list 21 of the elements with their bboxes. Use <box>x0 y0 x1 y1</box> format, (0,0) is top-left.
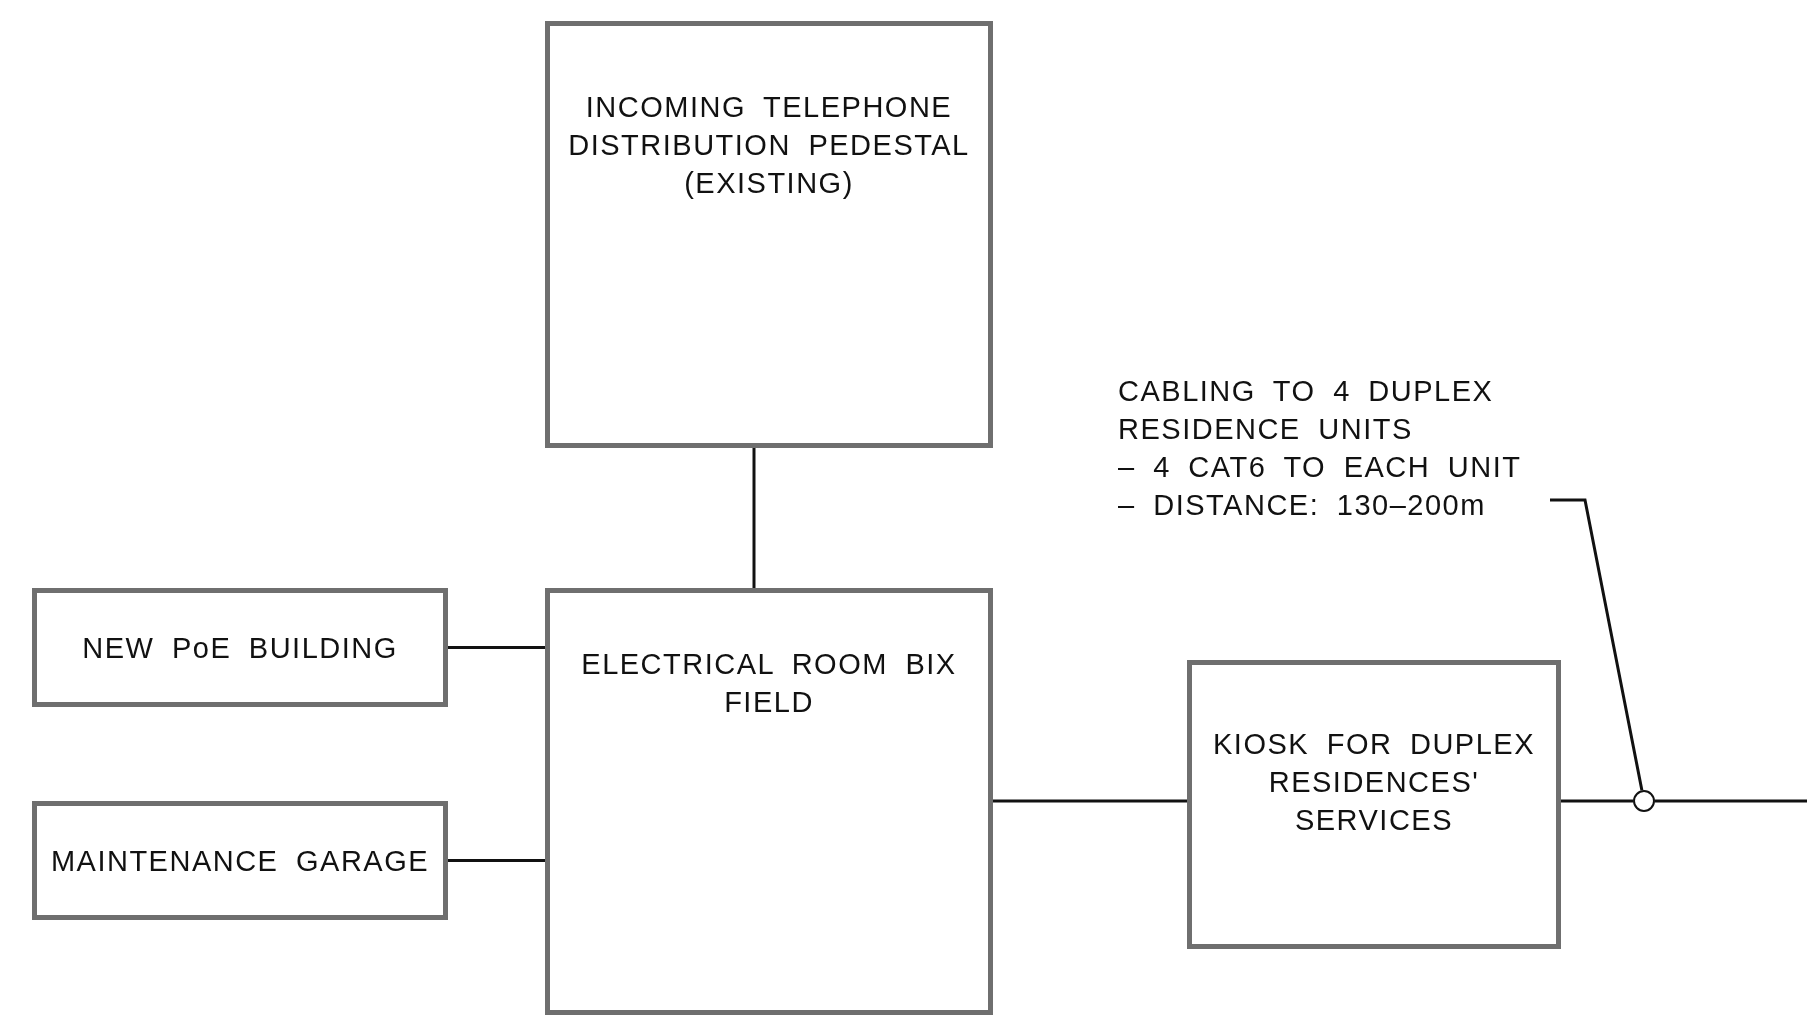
note-text: – DISTANCE: 130–200m <box>1118 488 1486 523</box>
connector-line <box>752 448 756 588</box>
connector-line <box>448 646 545 649</box>
building-box <box>32 588 448 707</box>
kiosk-box <box>1187 660 1561 949</box>
garage-box <box>32 801 448 920</box>
connector-line <box>993 799 1187 803</box>
node-label: KIOSK FOR DUPLEX RESIDENCES' SERVICES <box>1212 727 1536 838</box>
node-label: MAINTENANCE GARAGE <box>50 843 430 879</box>
node-label: NEW PoE BUILDING <box>82 630 398 666</box>
pedestal-box <box>545 21 993 448</box>
connector-line <box>1561 799 1633 803</box>
leader-line <box>1550 498 1644 791</box>
junction-circle <box>1633 790 1655 812</box>
electrical-room-box <box>545 588 993 1015</box>
node-label: INCOMING TELEPHONE DISTRIBUTION PEDESTAL (EXISTING) <box>567 90 971 201</box>
note-text: – 4 CAT6 TO EACH UNIT <box>1118 450 1522 485</box>
connector-line <box>448 859 545 862</box>
node-label: ELECTRICAL ROOM BIX FIELD <box>580 647 958 720</box>
note-text: CABLING TO 4 DUPLEX RESIDENCE UNITS <box>1118 374 1495 447</box>
connector-line <box>1655 799 1807 803</box>
